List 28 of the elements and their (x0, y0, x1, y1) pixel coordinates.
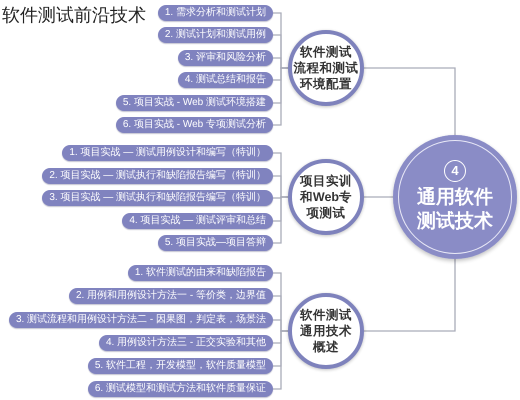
lesson-pill: 4. 项目实战 — 测试评审和总结 (122, 213, 273, 229)
lesson-pill: 3. 项目实战 — 测试执行和缺陷报告编写（特训） (42, 190, 273, 206)
topic-title: 通用软件测试技术 (417, 186, 493, 234)
lesson-pill: 2. 项目实战 — 测试执行和缺陷报告编写（特训） (42, 168, 273, 184)
lesson-pill: 5. 项目实战 - Web 测试环境搭建 (116, 95, 273, 111)
lesson-pill: 2. 测试计划和测试用例 (158, 27, 273, 43)
topic-circle: 项目实训和Web专项测试 (288, 159, 364, 235)
lesson-pill: 1. 软件测试的由来和缺陷报告 (128, 265, 273, 281)
connector-line (364, 259, 456, 332)
lesson-pill: 5. 软件工程，开发模型，软件质量模型 (88, 358, 273, 374)
connector-line (364, 67, 456, 135)
lesson-pill: 4. 用例设计方法三 - 正交实验和其他 (98, 335, 273, 351)
step-number: 4 (444, 160, 466, 182)
lesson-pill: 4. 测试总结和报告 (178, 72, 273, 88)
connector-line (273, 67, 288, 126)
lesson-pill: 5. 项目实战—项目答辩 (158, 235, 273, 251)
lesson-pill: 3. 评审和风险分析 (178, 50, 273, 66)
topic-circle: 软件测试流程和测试环境配置 (288, 30, 364, 106)
lesson-pill: 6. 测试模型和测试方法和软件质量保证 (88, 381, 273, 397)
topic-circle: 软件测试通用技术概述 (288, 293, 364, 369)
lesson-pill: 6. 项目实战 - Web 专项测试分析 (116, 117, 273, 133)
connector-line (273, 196, 288, 244)
diagram-title: 软件测试前沿技术 (2, 4, 146, 27)
connector-line (364, 196, 393, 198)
lesson-pill: 1. 项目实战 — 测试用例设计和编写（特训） (62, 145, 273, 161)
lesson-pill: 3. 测试流程和用例设计方法二 - 因果图，判定表，场景法 (8, 312, 273, 328)
lesson-pill: 2. 用例和用例设计方法一 - 等价类，边界值 (68, 288, 273, 304)
lesson-pill: 1. 需求分析和测试计划 (158, 5, 273, 21)
